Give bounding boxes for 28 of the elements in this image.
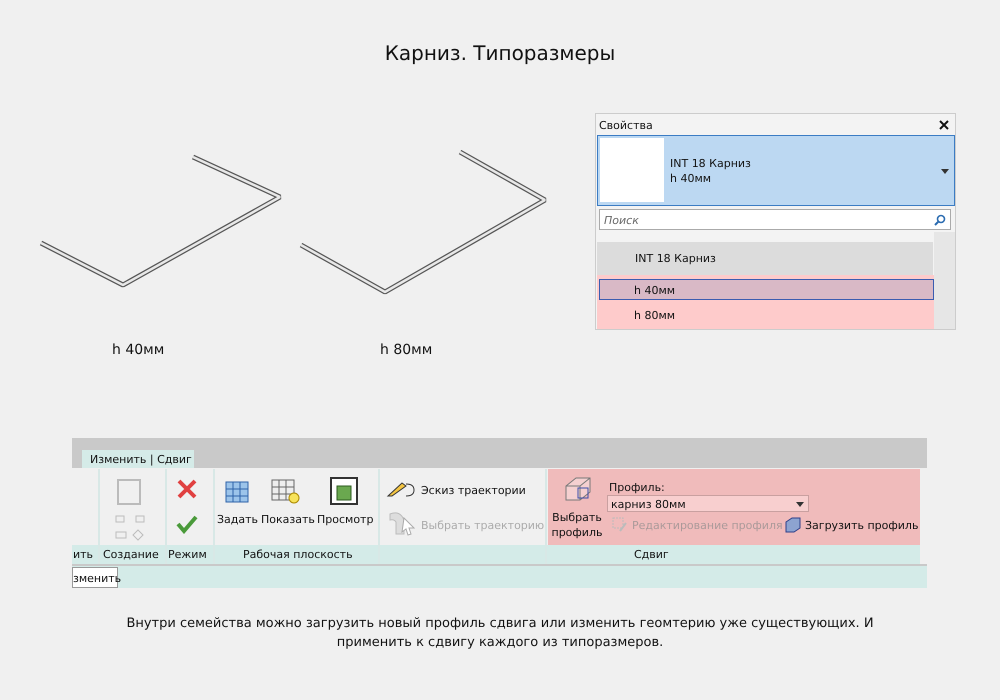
type-name: INT 18 Карниз xyxy=(670,156,751,172)
button-label: Выбрать профиль xyxy=(550,510,604,540)
panel-label: Создание xyxy=(103,547,159,563)
size-option: h 80мм xyxy=(634,308,676,324)
size-option: h 40мм xyxy=(634,283,676,300)
size-label: h 80мм xyxy=(380,341,432,360)
size-label: h 40мм xyxy=(112,341,164,360)
panel-title: Свойства xyxy=(599,118,653,134)
search-field: Поиск xyxy=(599,209,951,230)
button-label: Загрузить профиль xyxy=(805,518,918,534)
type-size: h 40мм xyxy=(670,171,712,187)
panel-label: ить xyxy=(73,547,94,563)
panel-label: Сдвиг xyxy=(634,547,669,563)
button-label: Редактирование профиля xyxy=(632,518,783,534)
field-label: Профиль: xyxy=(609,480,665,496)
family-name: INT 18 Карниз xyxy=(635,251,716,267)
panel-label: Рабочая плоскость xyxy=(243,547,353,563)
panel-label: Режим xyxy=(168,547,207,563)
dropdown-value: карниз 80мм xyxy=(611,497,686,513)
tab-label: Изменить | Сдвиг xyxy=(90,452,192,468)
button-label: Задать xyxy=(217,512,258,528)
caption: Внутри семейства можно загрузить новый профиль сдвига или изменить геомтерию уже существующих. И применить к сдвигу каждого из типоразмеров. xyxy=(125,615,875,652)
tab-label: зменить xyxy=(73,571,122,587)
title: Карниз. Типоразмеры xyxy=(384,40,616,67)
button-label: Показать xyxy=(261,512,315,528)
button-label: Просмотр xyxy=(317,512,374,528)
button-label: Выбрать траекторию xyxy=(421,518,544,534)
button-label: Эскиз траектории xyxy=(421,483,526,499)
